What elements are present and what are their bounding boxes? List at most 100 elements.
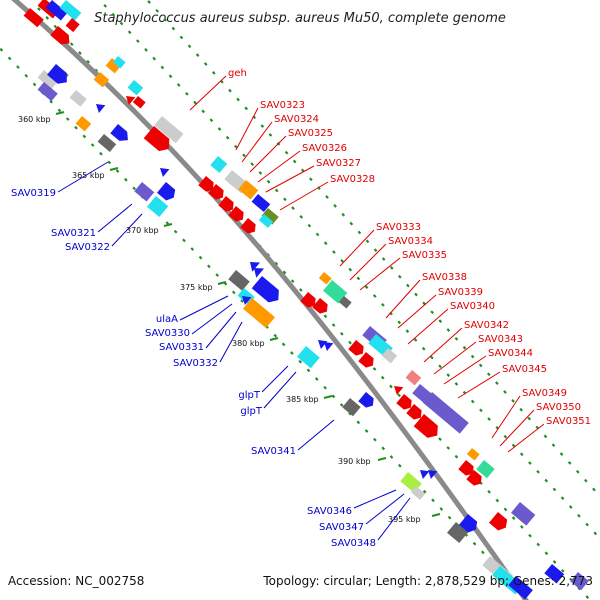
gene-feature[interactable] <box>318 272 332 285</box>
gene-feature[interactable] <box>93 100 106 113</box>
gene-feature[interactable] <box>381 348 398 364</box>
gene-label[interactable]: SAV0343 <box>478 334 523 345</box>
gene-feature[interactable] <box>466 470 484 488</box>
gene-feature[interactable] <box>134 182 155 202</box>
gene-feature[interactable] <box>218 196 236 214</box>
gene-feature[interactable] <box>458 460 476 478</box>
gene-label[interactable]: geh <box>228 68 247 79</box>
gene-feature[interactable] <box>198 176 216 194</box>
gene-label[interactable]: SAV0345 <box>502 364 547 375</box>
gene-label[interactable]: SAV0334 <box>388 236 433 247</box>
gene-feature[interactable] <box>154 116 184 144</box>
gene-feature[interactable] <box>423 392 469 434</box>
gene-feature[interactable] <box>75 116 92 132</box>
gene-label[interactable]: SAV0351 <box>546 416 591 427</box>
gene-feature[interactable] <box>157 164 170 177</box>
gene-feature[interactable] <box>413 414 443 442</box>
gene-feature[interactable] <box>239 292 252 305</box>
gene-feature[interactable] <box>447 522 469 544</box>
gene-feature[interactable] <box>358 352 376 370</box>
gene-feature[interactable] <box>323 280 348 304</box>
gene-feature[interactable] <box>511 502 536 526</box>
gene-feature[interactable] <box>348 340 366 358</box>
gene-label[interactable]: SAV0335 <box>402 250 447 261</box>
gene-feature[interactable] <box>405 370 422 386</box>
gene-label[interactable]: SAV0341 <box>251 446 296 457</box>
gene-feature[interactable] <box>59 0 82 21</box>
gene-label[interactable]: SAV0333 <box>376 222 421 233</box>
gene-label[interactable]: SAV0319 <box>11 188 56 199</box>
gene-feature[interactable] <box>425 466 438 479</box>
gene-label[interactable]: SAV0323 <box>260 100 305 111</box>
gene-label[interactable]: SAV0330 <box>145 328 190 339</box>
gene-feature[interactable] <box>246 257 260 272</box>
gene-feature[interactable] <box>406 404 424 422</box>
gene-label[interactable]: SAV0326 <box>302 143 347 154</box>
gene-label[interactable]: SAV0324 <box>274 114 319 125</box>
gene-feature[interactable] <box>321 338 334 351</box>
gene-feature[interactable] <box>69 90 87 107</box>
gene-feature[interactable] <box>258 214 274 228</box>
gene-feature[interactable] <box>251 276 284 306</box>
gene-feature[interactable] <box>105 58 122 74</box>
gene-feature[interactable] <box>110 124 132 145</box>
gene-feature[interactable] <box>127 80 144 96</box>
gene-feature[interactable] <box>312 298 330 316</box>
gene-feature[interactable] <box>93 72 110 88</box>
gene-label[interactable]: SAV0346 <box>307 506 352 517</box>
gene-label[interactable]: SAV0327 <box>316 158 361 169</box>
gene-feature[interactable] <box>544 564 565 584</box>
gene-feature[interactable] <box>143 126 174 155</box>
gene-feature[interactable] <box>342 398 361 417</box>
gene-feature[interactable] <box>50 26 73 48</box>
gene-feature[interactable] <box>243 298 275 329</box>
gene-feature[interactable] <box>157 182 178 203</box>
gene-feature[interactable] <box>570 572 589 591</box>
gene-label[interactable]: SAV0338 <box>422 272 467 283</box>
gene-feature[interactable] <box>208 184 226 202</box>
gene-feature[interactable] <box>251 194 271 212</box>
gene-label[interactable]: SAV0349 <box>522 388 567 399</box>
gene-feature[interactable] <box>391 382 404 395</box>
gene-feature[interactable] <box>23 8 44 28</box>
gene-feature[interactable] <box>65 18 80 33</box>
gene-label[interactable]: ulaA <box>156 314 178 325</box>
gene-feature[interactable] <box>508 576 533 600</box>
gene-feature[interactable] <box>132 96 146 109</box>
gene-feature[interactable] <box>417 466 430 479</box>
gene-feature[interactable] <box>123 92 136 105</box>
gene-label[interactable]: SAV0348 <box>331 538 376 549</box>
gene-label[interactable]: SAV0340 <box>450 301 495 312</box>
gene-label[interactable]: glpT <box>240 406 262 417</box>
gene-label[interactable]: SAV0328 <box>330 174 375 185</box>
gene-feature[interactable] <box>250 263 264 278</box>
gene-label[interactable]: SAV0322 <box>65 242 110 253</box>
gene-feature[interactable] <box>112 56 126 69</box>
gene-feature[interactable] <box>396 394 414 412</box>
gene-feature[interactable] <box>97 134 117 152</box>
gene-feature[interactable] <box>47 64 71 88</box>
gene-label[interactable]: glpT <box>238 390 260 401</box>
gene-feature[interactable] <box>228 206 246 224</box>
gene-label[interactable]: SAV0344 <box>488 348 533 359</box>
gene-feature[interactable] <box>476 460 495 479</box>
gene-feature[interactable] <box>300 292 318 310</box>
gene-label[interactable]: SAV0350 <box>536 402 581 413</box>
gene-feature[interactable] <box>228 270 250 291</box>
gene-label[interactable]: SAV0332 <box>173 358 218 369</box>
gene-label[interactable]: SAV0325 <box>288 128 333 139</box>
gene-feature[interactable] <box>240 218 258 236</box>
gene-label[interactable]: SAV0339 <box>438 287 483 298</box>
gene-feature[interactable] <box>466 448 480 461</box>
gene-feature[interactable] <box>410 486 426 500</box>
gene-label[interactable]: SAV0347 <box>319 522 364 533</box>
gene-label[interactable]: SAV0342 <box>464 320 509 331</box>
gene-feature[interactable] <box>37 70 58 90</box>
gene-feature[interactable] <box>210 156 228 173</box>
gene-label[interactable]: SAV0321 <box>51 228 96 239</box>
gene-feature[interactable] <box>147 196 169 218</box>
gene-feature[interactable] <box>338 296 352 309</box>
gene-feature[interactable] <box>238 180 259 200</box>
gene-label[interactable]: SAV0331 <box>159 342 204 353</box>
gene-feature[interactable] <box>297 346 320 369</box>
